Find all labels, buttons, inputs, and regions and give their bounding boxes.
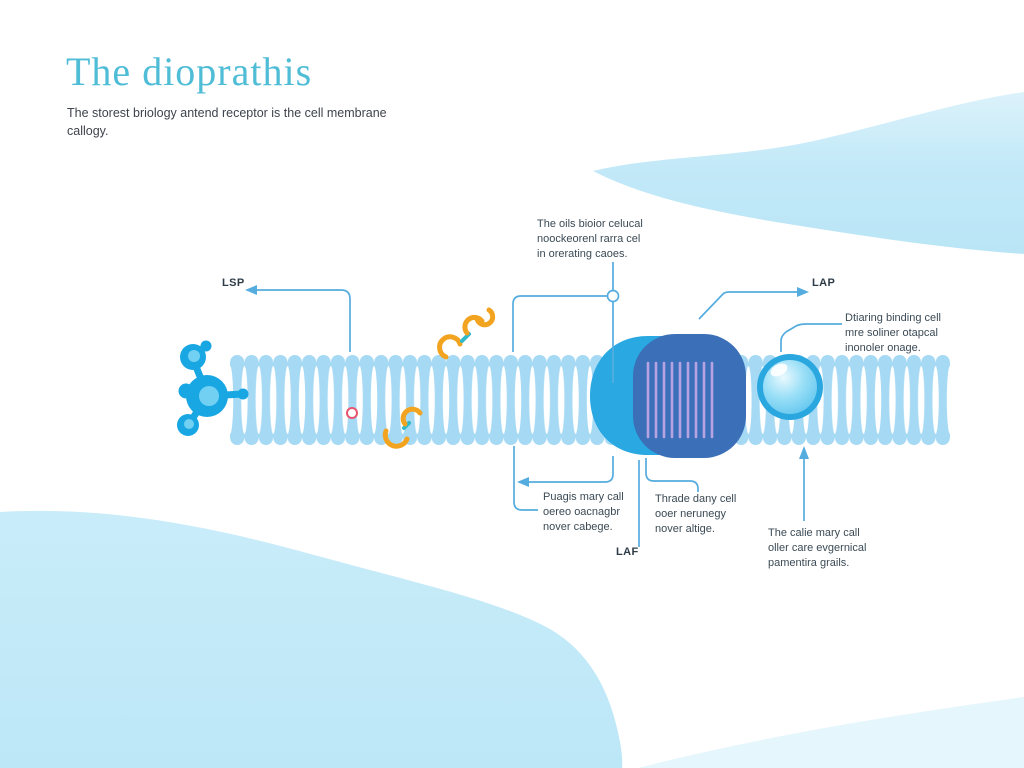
label-bottom-right: The calie mary call oller care evgernica… [768, 527, 867, 570]
label-right: Dtiaring binding cell mre soliner otapca… [845, 312, 941, 355]
label-bottom-center: Thrade dany cell ooer nerunegy nover alt… [655, 493, 737, 536]
page-subtitle: The storest briology antend receptor is … [67, 106, 387, 139]
leader-lines [245, 262, 842, 547]
label-lap: LAP [812, 277, 836, 289]
receptor-molecule-icon [177, 340, 249, 436]
lipid-bilayer [230, 352, 950, 448]
blob-bottom-right [638, 697, 1024, 768]
marker-circle-icon [606, 289, 620, 303]
page-title: The dioprathis [66, 49, 313, 94]
ion-marker-icon [346, 407, 358, 419]
blob-bottom-left [0, 510, 623, 768]
ligand-squiggle-top-icon [437, 307, 496, 360]
blob-top-right [593, 92, 1024, 254]
vesicle-sphere-icon [757, 354, 823, 420]
ligand-squiggle-bottom-icon [382, 406, 423, 449]
background-blobs [0, 92, 1024, 768]
label-lsp: LSP [222, 277, 245, 289]
label-bottom-left: Puagis mary call oereo oacnagbr nover ca… [543, 491, 624, 534]
transmembrane-protein-icon [590, 334, 746, 458]
label-laf: LAF [616, 546, 639, 558]
label-top-center: The oils bioior celucal noockeorenl rarr… [537, 218, 643, 261]
